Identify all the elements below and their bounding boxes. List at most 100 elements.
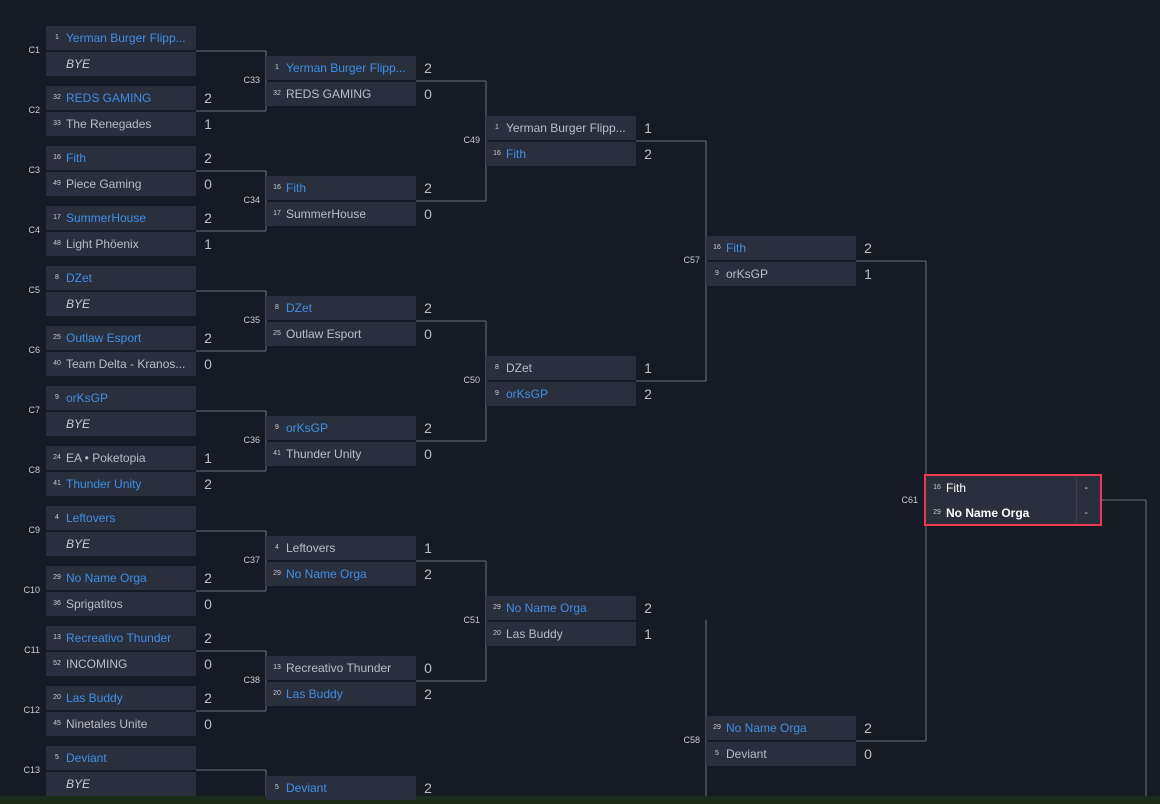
final-slot-2[interactable]: 29 No Name Orga -	[926, 501, 1100, 525]
team-slot[interactable]: 4 Leftovers	[46, 506, 196, 530]
team-score: 2	[204, 330, 212, 346]
match-label: C36	[243, 435, 260, 445]
seed-badge: 45	[53, 720, 61, 727]
team-slot[interactable]: BYE	[46, 292, 196, 316]
team-score: 2	[424, 566, 432, 582]
team-score: 0	[424, 86, 432, 102]
team-name: INCOMING	[66, 657, 128, 671]
team-name: Deviant	[66, 751, 107, 765]
team-score: 2	[204, 476, 212, 492]
team-slot[interactable]: BYE	[46, 772, 196, 796]
team-slot[interactable]: 1 Yerman Burger Flipp...	[266, 56, 416, 80]
seed-badge: 16	[493, 150, 501, 157]
seed-badge: 41	[273, 450, 281, 457]
team-score: 2	[644, 146, 652, 162]
seed-badge: 1	[275, 64, 279, 71]
team-name: Leftovers	[66, 511, 116, 525]
match-label: C6	[28, 345, 40, 355]
team-name: DZet	[66, 271, 93, 285]
seed-badge: 20	[493, 630, 501, 637]
team-score: 0	[204, 176, 212, 192]
team-score: 2	[864, 720, 872, 736]
team-score: 0	[424, 206, 432, 222]
match-label: C35	[243, 315, 260, 325]
team-score: 2	[424, 686, 432, 702]
match-label: C9	[28, 525, 40, 535]
team-name: Sprigatitos	[66, 597, 123, 611]
match-label: C1	[28, 45, 40, 55]
team-score: 2	[204, 630, 212, 646]
seed-badge: 48	[53, 240, 61, 247]
team-score: 1	[204, 236, 212, 252]
seed-badge: 4	[275, 544, 279, 551]
team-name: Yerman Burger Flipp...	[286, 61, 406, 75]
team-slot[interactable]: 8 DZet	[266, 296, 416, 320]
match-label: C13	[23, 765, 40, 775]
team-score: 2	[424, 180, 432, 196]
team-score: 2	[424, 780, 432, 796]
seed-badge: 13	[273, 664, 281, 671]
team-score: 1	[204, 450, 212, 466]
team-name: No Name Orga	[286, 567, 367, 581]
final-match[interactable]: 16 Fith - 29 No Name Orga -	[924, 474, 1102, 526]
team-slot[interactable]: BYE	[46, 52, 196, 76]
team-score: 0	[204, 656, 212, 672]
match-label: C49	[463, 135, 480, 145]
team-score: 0	[204, 716, 212, 732]
team-slot[interactable]: BYE	[46, 532, 196, 556]
team-score: 2	[644, 600, 652, 616]
seed-badge: 17	[273, 210, 281, 217]
seed-badge: 8	[275, 304, 279, 311]
team-name: Thunder Unity	[66, 477, 142, 491]
bottom-edge	[0, 796, 1160, 804]
team-name: DZet	[286, 301, 313, 315]
seed-badge: 4	[55, 514, 59, 521]
final-slot-1[interactable]: 16 Fith -	[926, 476, 1100, 500]
team-score: 0	[864, 746, 872, 762]
team-slot[interactable]: 5 Deviant	[46, 746, 196, 770]
seed-badge: 5	[55, 754, 59, 761]
seed-badge: 25	[273, 330, 281, 337]
team-slot[interactable]: BYE	[46, 412, 196, 436]
